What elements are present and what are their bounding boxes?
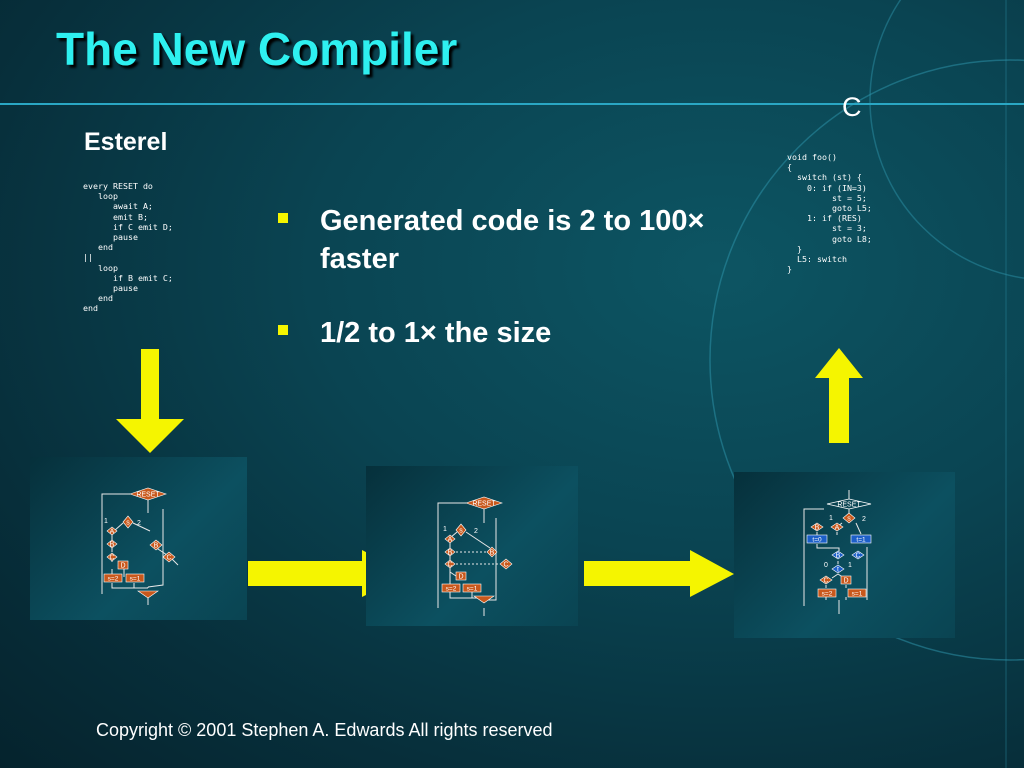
state-node-label: s <box>459 528 463 535</box>
branch-label: 0 <box>824 562 828 569</box>
bullet-item: 1/2 to 1× the size <box>278 314 718 352</box>
assign-s2-label: s=2 <box>108 576 119 583</box>
node-c-label: C <box>166 555 171 562</box>
reset-node-label: RESET <box>837 502 861 509</box>
node-b-label: B <box>815 525 820 532</box>
node-b-label: B <box>448 550 453 557</box>
node-c-label: C <box>109 555 114 562</box>
bullet-text: Generated code is 2 to 100× faster <box>320 205 705 275</box>
arrow-down-icon <box>116 349 184 453</box>
title-rule <box>0 103 1024 105</box>
node-d-label: D <box>843 578 848 585</box>
flowchart-panel-3: RESET s 1 2 B A t=0 t=1 B C t 0 1 C D s=… <box>734 472 955 638</box>
bullet-square-icon <box>278 213 288 223</box>
state-node-label: s <box>847 516 851 523</box>
assign-s2-label: s=2 <box>446 586 457 593</box>
bullet-text: 1/2 to 1× the size <box>320 317 552 349</box>
branch-label: 1 <box>848 562 852 569</box>
flowchart-panel-1: RESET s 1 2 A B B C C D s=2 s=1 <box>30 457 247 620</box>
branch-label: 1 <box>443 526 447 533</box>
branch-label: 1 <box>829 515 833 522</box>
node-a-label: A <box>110 529 115 536</box>
slide-title: The New Compiler <box>56 23 458 75</box>
node-c-label: C <box>447 562 452 569</box>
c-label: C <box>842 92 862 122</box>
node-c-label: C <box>823 578 828 585</box>
node-b-label: B <box>836 553 841 560</box>
reset-node-label: RESET <box>472 501 496 508</box>
flowchart-panel-2: RESET s 1 2 A B B C C D s=2 s=1 <box>366 466 578 626</box>
bullet-list: Generated code is 2 to 100× faster 1/2 t… <box>278 202 718 388</box>
branch-label: 2 <box>137 520 141 527</box>
branch-label: 2 <box>474 528 478 535</box>
arrow-up-icon <box>815 348 863 443</box>
node-b-label: B <box>154 543 159 550</box>
node-c-label: C <box>503 562 508 569</box>
esterel-code: every RESET do loop await A; emit B; if … <box>83 181 173 314</box>
branch-label: 2 <box>862 516 866 523</box>
reset-node-label: RESET <box>136 492 160 499</box>
node-a-label: A <box>835 525 840 532</box>
node-c-label: C <box>855 553 860 560</box>
arrow-right-icon <box>584 550 734 597</box>
bullet-square-icon <box>278 325 288 335</box>
node-t-label: t <box>837 567 839 574</box>
node-a-label: A <box>448 537 453 544</box>
node-b-label: B <box>110 542 115 549</box>
node-d-label: D <box>458 574 463 581</box>
flowchart-diagram: RESET s 1 2 A B B C C D s=2 s=1 <box>101 487 179 605</box>
assign-s2-label: s=2 <box>822 591 833 598</box>
flowchart-diagram: RESET s 1 2 A B B C C D s=2 s=1 <box>437 496 513 616</box>
branch-label: 1 <box>104 518 108 525</box>
node-d-label: D <box>120 563 125 570</box>
assign-s1-label: s=1 <box>467 586 478 593</box>
bullet-item: Generated code is 2 to 100× faster <box>278 202 718 278</box>
assign-t0-label: t=0 <box>812 537 822 544</box>
assign-s1-label: s=1 <box>130 576 141 583</box>
assign-s1-label: s=1 <box>852 591 863 598</box>
assign-t1-label: t=1 <box>856 537 866 544</box>
esterel-label: Esterel <box>84 128 168 156</box>
state-node-label: s <box>126 520 130 527</box>
flowchart-diagram: RESET s 1 2 B A t=0 t=1 B C t 0 1 C D s=… <box>803 490 872 614</box>
copyright-footer: Copyright © 2001 Stephen A. Edwards All … <box>96 720 553 740</box>
node-b-label: B <box>490 550 495 557</box>
c-code: void foo() { switch (st) { 0: if (IN=3) … <box>787 152 872 275</box>
